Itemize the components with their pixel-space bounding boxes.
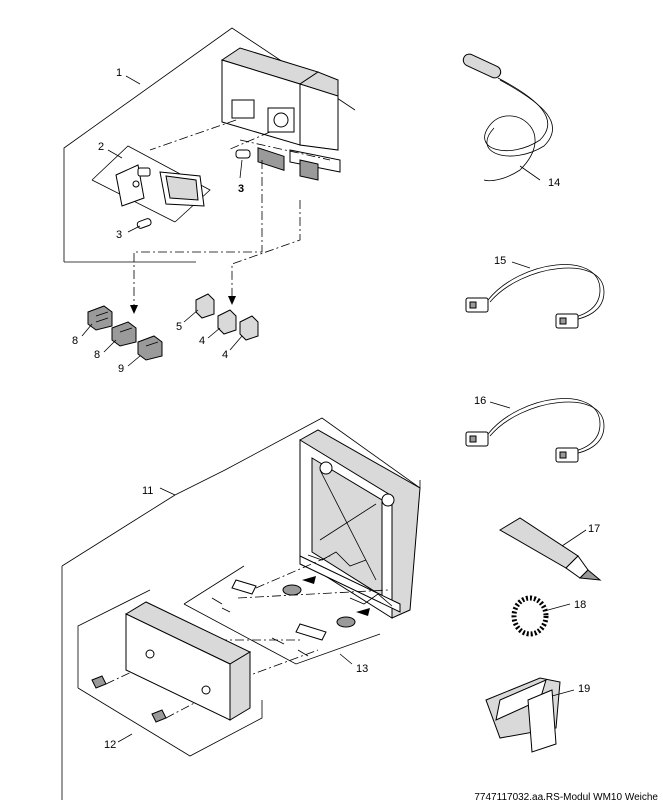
part-3-pin-a — [235, 149, 251, 159]
callout-2: 2 — [98, 141, 104, 153]
callout-1: 1 — [116, 67, 122, 79]
part-11-mounting-base — [61, 417, 421, 800]
callout-9: 9 — [118, 363, 124, 375]
connector-8-a — [87, 305, 113, 331]
callout-11: 11 — [142, 485, 153, 497]
callout-labels: 1 2 3 3 8 8 9 5 4 4 11 13 12 14 15 16 17… — [72, 67, 600, 751]
part-15-cable — [465, 264, 605, 329]
connector-4-b — [239, 315, 259, 341]
callout-12: 12 — [104, 739, 116, 751]
part-17-tube — [499, 517, 602, 581]
callout-17: 17 — [588, 523, 600, 535]
callout-5: 5 — [176, 321, 182, 333]
callout-8-b: 8 — [94, 349, 100, 361]
callout-3-b: 3 — [116, 229, 122, 241]
callout-15: 15 — [494, 255, 506, 267]
leader-lines — [81, 75, 587, 743]
part-13-bracket — [183, 565, 381, 665]
connector-8-b — [111, 321, 137, 347]
connector-9 — [137, 335, 163, 361]
part-2-cover — [91, 145, 211, 223]
callout-18: 18 — [574, 599, 586, 611]
callout-14: 14 — [548, 177, 560, 189]
part-18-ring — [511, 595, 549, 637]
part-14-sensor-cable — [462, 53, 554, 182]
part-3-pin-b — [136, 218, 152, 229]
assembly-lines-top — [130, 119, 331, 314]
connector-4-a — [217, 309, 237, 335]
part-1-module-housing — [63, 27, 356, 263]
callout-19: 19 — [578, 683, 590, 695]
callout-4-a: 4 — [199, 335, 205, 347]
callout-13: 13 — [356, 663, 368, 675]
drawing-caption: 7747117032.aa.RS-Modul WM10 Weiche — [474, 792, 658, 803]
callout-16: 16 — [474, 395, 486, 407]
part-19-tape — [485, 677, 561, 753]
part-12-base-cover — [77, 589, 263, 757]
connector-5 — [195, 293, 215, 319]
callout-3-a: 3 — [238, 183, 244, 195]
part-16-cable — [465, 398, 605, 463]
callout-4-b: 4 — [222, 349, 228, 361]
callout-8-a: 8 — [72, 335, 78, 347]
